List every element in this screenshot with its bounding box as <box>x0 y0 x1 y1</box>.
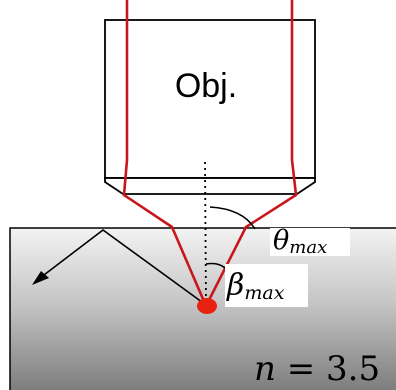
beta-max-arc <box>205 262 226 269</box>
beta-max-label: βmax <box>226 268 285 304</box>
tir-arrowhead <box>32 271 49 285</box>
beta-label-bg <box>225 264 308 307</box>
focal-spot <box>197 298 217 314</box>
tir-ray <box>39 229 207 306</box>
refractive-index-label: n = 3.5 <box>254 349 380 389</box>
objective-label: Obj. <box>175 67 237 105</box>
theta-max-label: θmax <box>273 225 327 258</box>
objective-tip <box>104 177 316 195</box>
theta-max-arc <box>209 206 256 230</box>
theta-label-bg <box>270 228 350 256</box>
optical-axis <box>204 161 207 307</box>
objective-body <box>104 19 316 179</box>
ray-right <box>204 0 298 307</box>
ray-left <box>122 0 208 307</box>
